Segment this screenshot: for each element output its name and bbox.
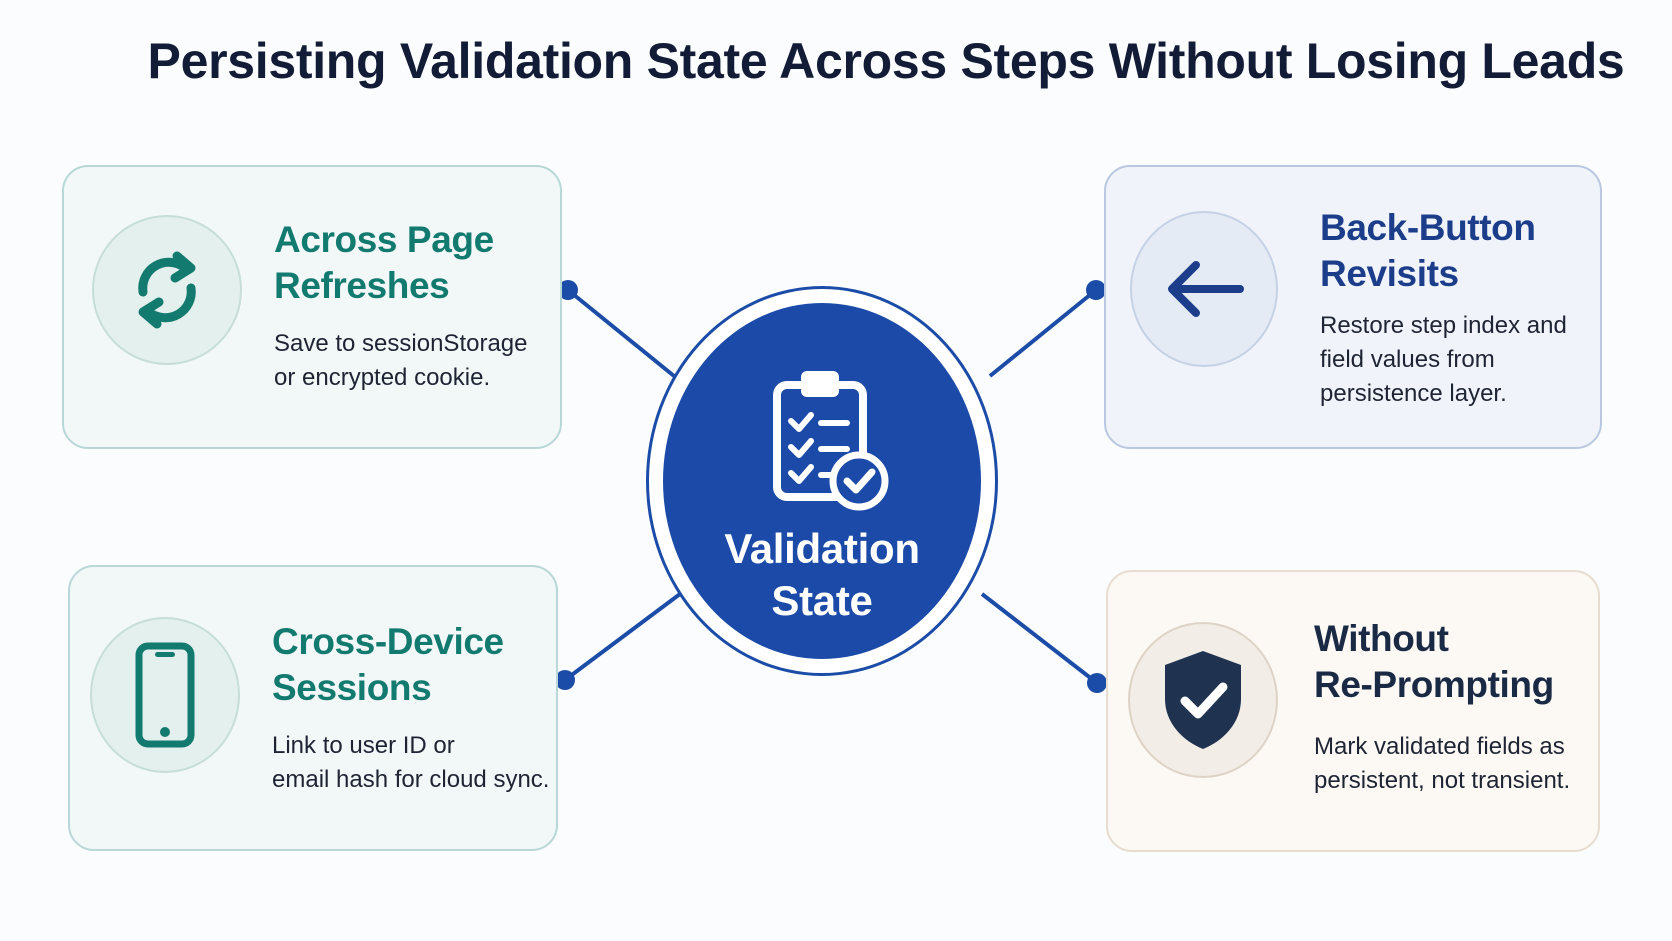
shield-icon-circle [1128,622,1278,778]
hub-label: Validation State [724,525,920,624]
connector-dot-top-right [1086,280,1106,300]
refresh-icon [138,251,196,329]
card-heading: Cross-Device Sessions [272,621,504,708]
clipboard-check-icon [773,371,889,511]
page-title: Persisting Validation State Across Steps… [147,33,1625,89]
smartphone-icon [135,642,195,748]
card-description: Mark validated fields as persistent, not… [1314,733,1571,794]
arrow-left-icon-circle [1130,211,1278,367]
validation-state-hub: Validation State [646,286,998,676]
refresh-icon-circle [92,215,242,365]
shield-check-icon [1165,651,1241,749]
connector-dot-bottom-left [555,670,575,690]
card-heading: Back-Button Revisits [1320,207,1536,294]
card-description: Restore step index and field values from… [1320,312,1567,407]
card-heading: Across Page Refreshes [274,219,494,306]
connector-dot-bottom-right [1087,673,1107,693]
card-description: Save to sessionStorage or encrypted cook… [274,330,528,391]
hub-inner-circle: Validation State [663,303,981,659]
connector-bottom-left [563,592,682,682]
connector-top-left [566,288,676,378]
connector-dot-top-left [558,280,578,300]
connector-bottom-right [980,592,1099,685]
card-back-button: Back-Button Revisits Restore step index … [1104,165,1602,449]
card-cross-device: Cross-Device Sessions Link to user ID or… [68,565,558,851]
card-page-refreshes: Across Page Refreshes Save to sessionSto… [62,165,562,449]
connector-top-right [988,288,1098,378]
card-re-prompting: Without Re-Prompting Mark validated fiel… [1106,570,1600,852]
arrow-left-icon [1168,261,1244,317]
card-heading: Without Re-Prompting [1314,618,1554,705]
card-description: Link to user ID or email hash for cloud … [272,732,550,793]
smartphone-icon-circle [90,617,240,773]
